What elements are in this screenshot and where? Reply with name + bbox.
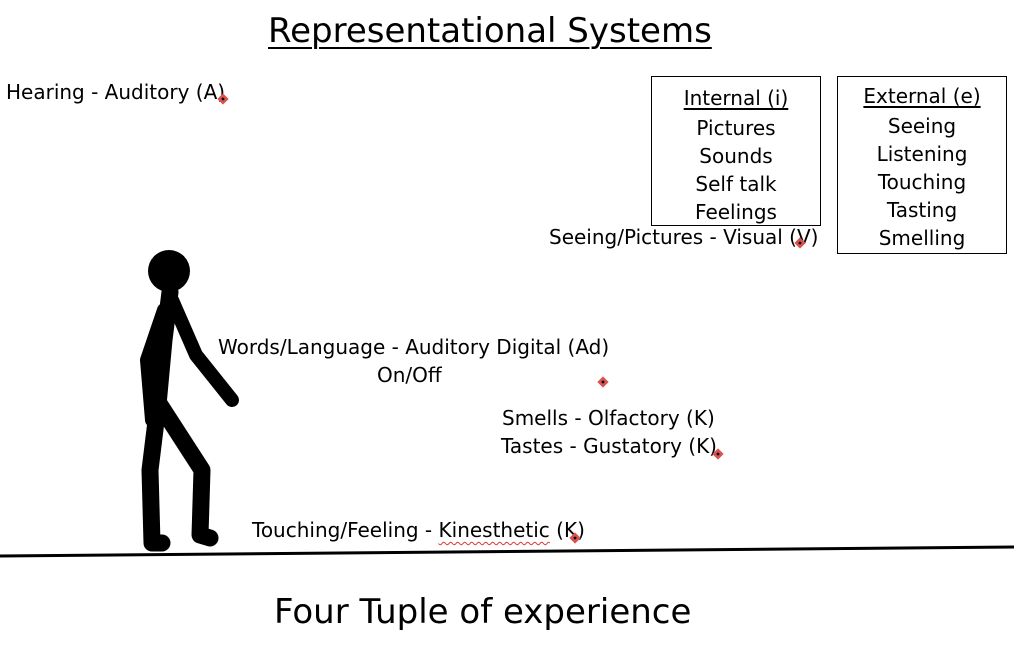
external-box-header: External (e): [863, 84, 981, 108]
label-olfactory: Smells - Olfactory (K): [502, 406, 715, 430]
label-kinesthetic-suffix: (K): [549, 518, 585, 542]
external-item: Listening: [876, 142, 968, 166]
stick-figure-head: [148, 250, 190, 292]
stick-figure: [140, 250, 239, 552]
internal-box-header: Internal (i): [683, 86, 789, 110]
marker-dot: [798, 241, 802, 245]
marker-dot: [601, 380, 605, 384]
page-title: Representational Systems: [268, 11, 712, 51]
stick-figure-right-leg: [151, 396, 219, 547]
external-item: Tasting: [886, 198, 958, 222]
label-gustatory: Tastes - Gustatory (K): [501, 434, 717, 458]
internal-item: Self talk: [695, 172, 777, 196]
stick-figure-left-arm: [140, 303, 171, 427]
label-visual: Seeing/Pictures - Visual (V): [549, 225, 819, 249]
label-kinesthetic-word: Kinesthetic: [438, 518, 550, 542]
internal-item: Feelings: [695, 200, 777, 224]
marker-dot: [221, 97, 225, 101]
marker-dot: [716, 452, 720, 456]
external-item: Touching: [877, 170, 967, 194]
external-item: Seeing: [887, 114, 957, 138]
external-box: External (e) Seeing Listening Touching T…: [837, 76, 1007, 254]
label-auditory-digital-sub: On/Off: [377, 363, 442, 387]
ground-line: [0, 545, 1014, 558]
internal-item: Pictures: [696, 116, 776, 140]
marker-dot: [573, 536, 577, 540]
external-item: Smelling: [878, 226, 966, 250]
internal-box: Internal (i) Pictures Sounds Self talk F…: [651, 76, 821, 226]
marker-group: [217, 93, 806, 544]
label-kinesthetic: Touching/Feeling - Kinesthetic (K): [252, 520, 585, 540]
label-auditory: Hearing - Auditory (A): [6, 80, 226, 104]
stick-figure-left-leg: [141, 396, 171, 552]
internal-item: Sounds: [699, 144, 773, 168]
label-kinesthetic-prefix: Touching/Feeling -: [252, 518, 439, 542]
stick-figure-right-arm: [165, 293, 239, 407]
label-auditory-digital: Words/Language - Auditory Digital (Ad): [218, 335, 610, 359]
footer-caption: Four Tuple of experience: [274, 592, 692, 632]
